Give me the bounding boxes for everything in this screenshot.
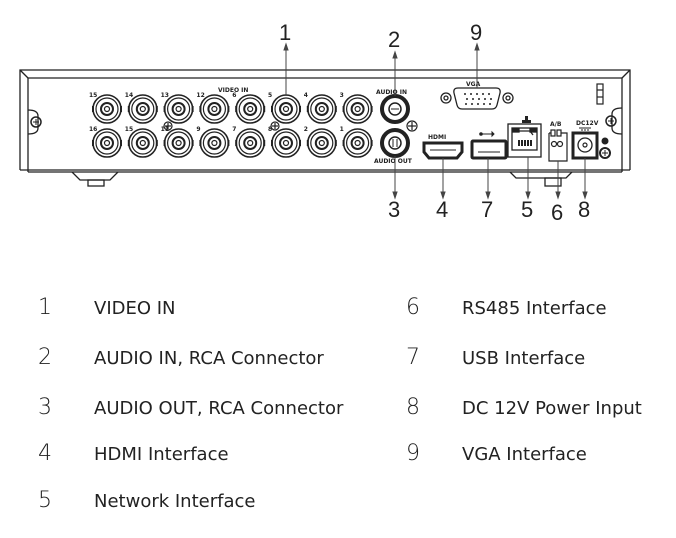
bnc-channel-number: 3 bbox=[340, 92, 344, 99]
bnc-channel-numbers: 15 14 13 12 6 5 4 3 16 15 11 9 7 8 2 1 bbox=[89, 92, 344, 133]
callout-3: 3 bbox=[388, 197, 400, 222]
legend-number: 7 bbox=[406, 345, 420, 370]
bnc-video-input-connector bbox=[271, 94, 301, 124]
bnc-channel-number: 14 bbox=[125, 92, 133, 99]
callout-5: 5 bbox=[521, 197, 533, 222]
bnc-video-input-connector bbox=[306, 94, 337, 124]
bnc-video-input-connector bbox=[342, 94, 373, 124]
bnc-channel-number: 5 bbox=[268, 92, 272, 99]
bnc-video-input-connector bbox=[235, 94, 266, 124]
vga-panel-label: VGA bbox=[466, 81, 481, 88]
power-panel-label: DC12V bbox=[576, 120, 599, 127]
bnc-channel-number: 6 bbox=[232, 92, 236, 99]
legend-item-2: 2 AUDIO IN, RCA Connector bbox=[38, 345, 324, 370]
bnc-channel-number: 2 bbox=[304, 126, 308, 133]
legend-label: VIDEO IN bbox=[94, 298, 176, 319]
legend-label: AUDIO IN, RCA Connector bbox=[94, 348, 324, 369]
legend-number: 9 bbox=[406, 441, 420, 466]
legend-label: VGA Interface bbox=[462, 444, 587, 465]
legend-label: USB Interface bbox=[462, 348, 586, 369]
legend-number: 4 bbox=[38, 441, 52, 466]
audio-in-panel-label: AUDIO IN bbox=[376, 89, 407, 96]
callout-4: 4 bbox=[436, 197, 448, 222]
legend-label: RS485 Interface bbox=[462, 298, 607, 319]
dc-power-jack bbox=[571, 127, 599, 160]
bnc-video-input-connector bbox=[306, 128, 337, 158]
legend-label: AUDIO OUT, RCA Connector bbox=[94, 398, 344, 419]
bnc-video-input-connector bbox=[163, 128, 194, 158]
bnc-channel-number: 4 bbox=[304, 92, 308, 99]
legend-item-5: 5 Network Interface bbox=[38, 488, 255, 513]
legend-number: 2 bbox=[38, 345, 52, 370]
screw-icon bbox=[30, 115, 617, 128]
hdmi-panel-label: HDMI bbox=[428, 134, 446, 141]
video-in-panel-label: VIDEO IN bbox=[218, 87, 248, 94]
network-icon bbox=[522, 116, 531, 123]
bnc-channel-number: 15 bbox=[125, 126, 133, 133]
bnc-video-input-connector bbox=[235, 128, 266, 158]
legend-number: 1 bbox=[38, 295, 52, 320]
legend: 1 VIDEO IN 2 AUDIO IN, RCA Connector 3 A… bbox=[0, 285, 676, 538]
bnc-video-input-connector bbox=[271, 128, 301, 158]
callout-8: 8 bbox=[578, 197, 590, 222]
bnc-video-input-connector bbox=[127, 128, 158, 158]
callout-7: 7 bbox=[481, 197, 493, 222]
legend-item-6: 6 RS485 Interface bbox=[406, 295, 607, 320]
chassis bbox=[19, 69, 631, 187]
legend-item-4: 4 HDMI Interface bbox=[38, 441, 229, 466]
bnc-channel-number: 12 bbox=[196, 92, 204, 99]
rj45-network-port bbox=[507, 123, 542, 158]
legend-item-9: 9 VGA Interface bbox=[406, 441, 587, 466]
callout-1: 1 bbox=[279, 20, 291, 45]
bnc-channel-number: 1 bbox=[340, 126, 344, 133]
bnc-video-input-connector bbox=[92, 128, 122, 158]
legend-item-7: 7 USB Interface bbox=[406, 345, 585, 370]
bnc-channel-number: 16 bbox=[89, 126, 97, 133]
bnc-channel-number: 9 bbox=[196, 126, 200, 133]
legend-number: 5 bbox=[38, 488, 52, 513]
usb-port bbox=[470, 139, 508, 160]
legend-item-1: 1 VIDEO IN bbox=[38, 295, 176, 320]
callout-9: 9 bbox=[470, 20, 482, 45]
ground-terminal-icon bbox=[599, 137, 611, 159]
bnc-video-input-connector bbox=[92, 94, 122, 124]
legend-number: 3 bbox=[38, 395, 52, 420]
bnc-video-input-connector bbox=[127, 94, 158, 124]
usb-icon bbox=[479, 130, 495, 138]
rs485-panel-label: A/B bbox=[550, 121, 562, 128]
bnc-channel-number: 8 bbox=[268, 126, 272, 133]
legend-label: HDMI Interface bbox=[94, 444, 229, 465]
rs485-terminal bbox=[548, 129, 568, 162]
legend-item-3: 3 AUDIO OUT, RCA Connector bbox=[38, 395, 343, 420]
bnc-video-input-connector bbox=[342, 128, 373, 158]
vga-connector bbox=[440, 87, 514, 110]
hdmi-port bbox=[422, 141, 464, 160]
bnc-video-input-connector bbox=[199, 94, 230, 124]
callout-2: 2 bbox=[388, 27, 400, 52]
ground-screw-icon bbox=[163, 120, 418, 132]
bnc-connector-grid bbox=[92, 94, 373, 158]
bnc-channel-number: 15 bbox=[89, 92, 97, 99]
legend-number: 6 bbox=[406, 295, 420, 320]
bnc-channel-number: 7 bbox=[232, 126, 236, 133]
callout-6: 6 bbox=[551, 200, 563, 225]
audio-in-rca-connector bbox=[380, 94, 410, 124]
legend-label: Network Interface bbox=[94, 491, 256, 512]
audio-out-panel-label: AUDIO OUT bbox=[374, 158, 413, 165]
bnc-channel-number: 13 bbox=[161, 92, 169, 99]
bnc-video-input-connector bbox=[163, 94, 194, 124]
bnc-channel-number: 11 bbox=[161, 126, 169, 133]
bnc-video-input-connector bbox=[199, 128, 230, 158]
callout-leader-lines bbox=[283, 42, 588, 200]
legend-item-8: 8 DC 12V Power Input bbox=[406, 395, 642, 420]
audio-out-rca-connector bbox=[380, 128, 410, 158]
vent-slot bbox=[596, 83, 604, 105]
legend-number: 8 bbox=[406, 395, 420, 420]
legend-label: DC 12V Power Input bbox=[462, 398, 642, 419]
